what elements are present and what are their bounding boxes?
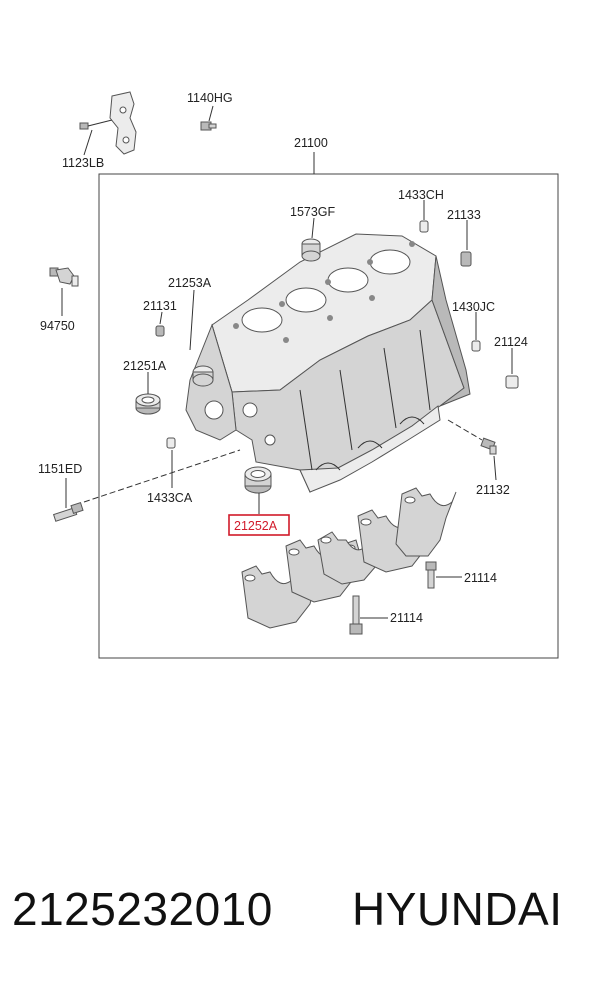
callout-1433CH: 1433CH [398, 188, 444, 202]
bolt-21114-right [425, 561, 437, 589]
bracket-part [109, 91, 137, 155]
callout-21131: 21131 [143, 299, 177, 313]
callout-21251A: 21251A [123, 359, 167, 373]
callout-21124: 21124 [494, 335, 528, 349]
plug-21131 [155, 325, 165, 337]
bushing-21252A [244, 466, 272, 494]
plug-21132 [480, 437, 497, 455]
callout-21114-right: 21114 [464, 571, 497, 585]
callout-21100: 21100 [294, 136, 328, 150]
pin-1430JC [471, 340, 481, 352]
exploded-parts-diagram: 1123LB 1140HG 21100 [38, 91, 559, 659]
callout-21133: 21133 [447, 208, 481, 222]
callout-1123LB: 1123LB [62, 156, 104, 170]
callout-94750: 94750 [40, 319, 75, 333]
bearing-cap-5 [395, 487, 457, 557]
callout-21252A: 21252A [234, 519, 278, 533]
callout-21114-center: 21114 [390, 611, 423, 625]
callout-1433CA: 1433CA [147, 491, 193, 505]
callout-21132: 21132 [476, 483, 510, 497]
sensor-94750 [49, 267, 79, 287]
footer: 2125232010 HYUNDAI [0, 872, 600, 952]
bushing-front-block [192, 365, 214, 387]
bolt-21114-center [349, 595, 363, 635]
callout-1151ED: 1151ED [38, 462, 82, 476]
bolt-1123LB [79, 119, 113, 130]
callout-1573GF: 1573GF [290, 205, 336, 219]
stud-1151ED [52, 502, 84, 522]
bolt-1140HG [200, 121, 217, 131]
callout-21253A: 21253A [168, 276, 212, 290]
callout-1430JC: 1430JC [452, 300, 495, 314]
bushing-21251A [135, 393, 161, 415]
plug-21133 [460, 251, 472, 267]
assembly-frame [98, 173, 559, 659]
plug-1573GF [301, 238, 321, 262]
pin-1433CA [166, 437, 176, 449]
pin-1433CH [419, 220, 429, 233]
part-number: 2125232010 [12, 883, 273, 935]
bushing-21124 [505, 375, 519, 389]
brand-name: HYUNDAI [352, 883, 563, 935]
callout-1140HG: 1140HG [187, 91, 233, 105]
cylinder-block [185, 233, 471, 493]
highlight-box [228, 514, 290, 536]
